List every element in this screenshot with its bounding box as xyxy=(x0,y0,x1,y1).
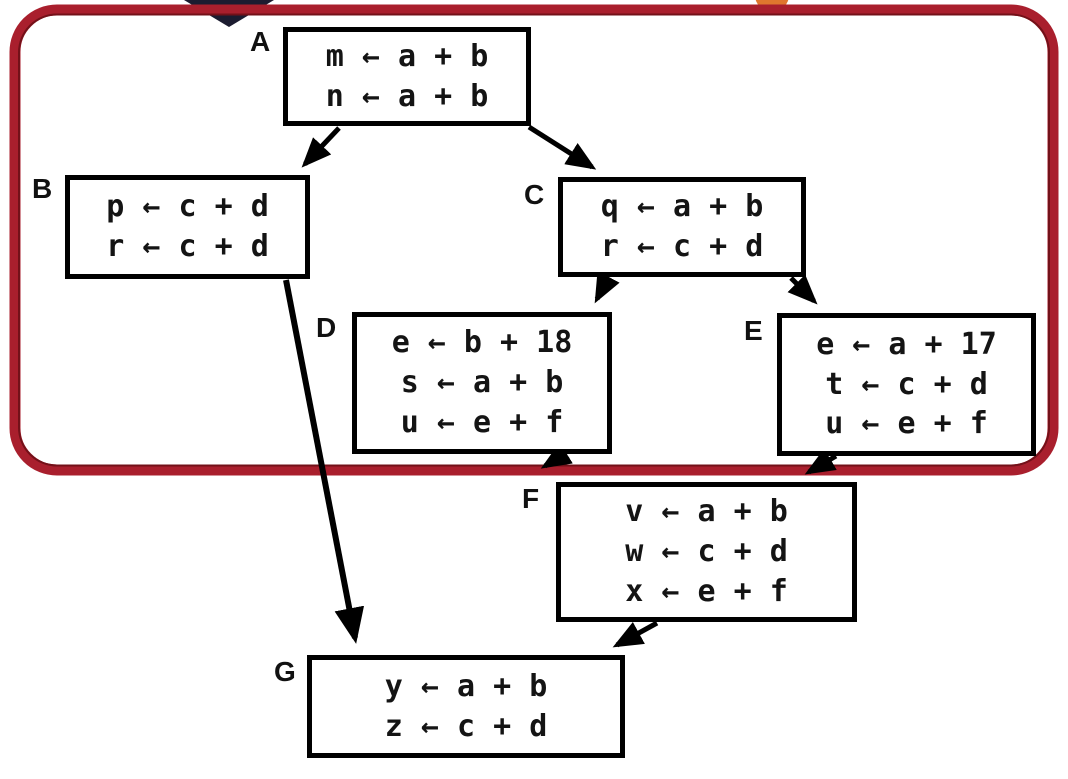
code-line: r ← c + d xyxy=(106,229,269,264)
code-line: x ← e + f xyxy=(625,573,788,609)
code-line: q ← a + b xyxy=(600,189,764,225)
basic-block-f: v ← a + b w ← c + d x ← e + f xyxy=(556,482,857,622)
block-label-a: A xyxy=(250,26,271,57)
block-label-c: C xyxy=(524,179,545,210)
basic-block-c: q ← a + b r ← c + d xyxy=(558,177,806,277)
edge-a-to-b xyxy=(301,126,341,168)
code-line: u ← e + f xyxy=(400,404,564,440)
code-line: s ← a + b xyxy=(400,365,564,401)
code-line: t ← c + d xyxy=(825,366,988,402)
code-line: n ← a + b xyxy=(325,78,489,114)
block-label-e: E xyxy=(744,315,763,346)
edge-e-to-f xyxy=(804,448,838,475)
basic-block-b: p ← c + d r ← c + d xyxy=(65,175,310,279)
edge-c-to-d xyxy=(594,271,620,304)
edge-f-to-g xyxy=(612,620,659,648)
edge-a-to-c xyxy=(527,124,597,170)
code-line: v ← a + b xyxy=(625,494,788,530)
basic-block-d: e ← b + 18 s ← a + b u ← e + f xyxy=(352,312,612,454)
code-line: e ← a + 17 xyxy=(816,326,997,362)
code-line: u ← e + f xyxy=(825,406,988,442)
code-line: y ← a + b xyxy=(384,668,548,704)
basic-block-g: y ← a + b z ← c + d xyxy=(307,655,625,758)
basic-block-a: m ← a + b n ← a + b xyxy=(283,27,531,126)
edge-d-to-f xyxy=(540,442,573,469)
code-line: m ← a + b xyxy=(325,38,489,74)
code-line: z ← c + d xyxy=(384,708,548,744)
basic-block-e: e ← a + 17 t ← c + d u ← e + f xyxy=(777,313,1036,456)
block-label-f: F xyxy=(522,483,540,514)
edge-c-to-e xyxy=(787,274,818,305)
code-line: r ← c + d xyxy=(600,229,764,264)
block-label-g: G xyxy=(274,656,296,687)
block-label-d: D xyxy=(316,312,337,343)
code-line: p ← c + d xyxy=(106,189,269,225)
highlight-box xyxy=(9,4,1059,476)
edge-b-to-g xyxy=(283,279,365,644)
code-line: w ← c + d xyxy=(625,534,788,570)
code-line: e ← b + 18 xyxy=(391,325,573,361)
block-label-b: B xyxy=(32,173,53,204)
highlight-box-inner-edge xyxy=(18,13,1050,467)
